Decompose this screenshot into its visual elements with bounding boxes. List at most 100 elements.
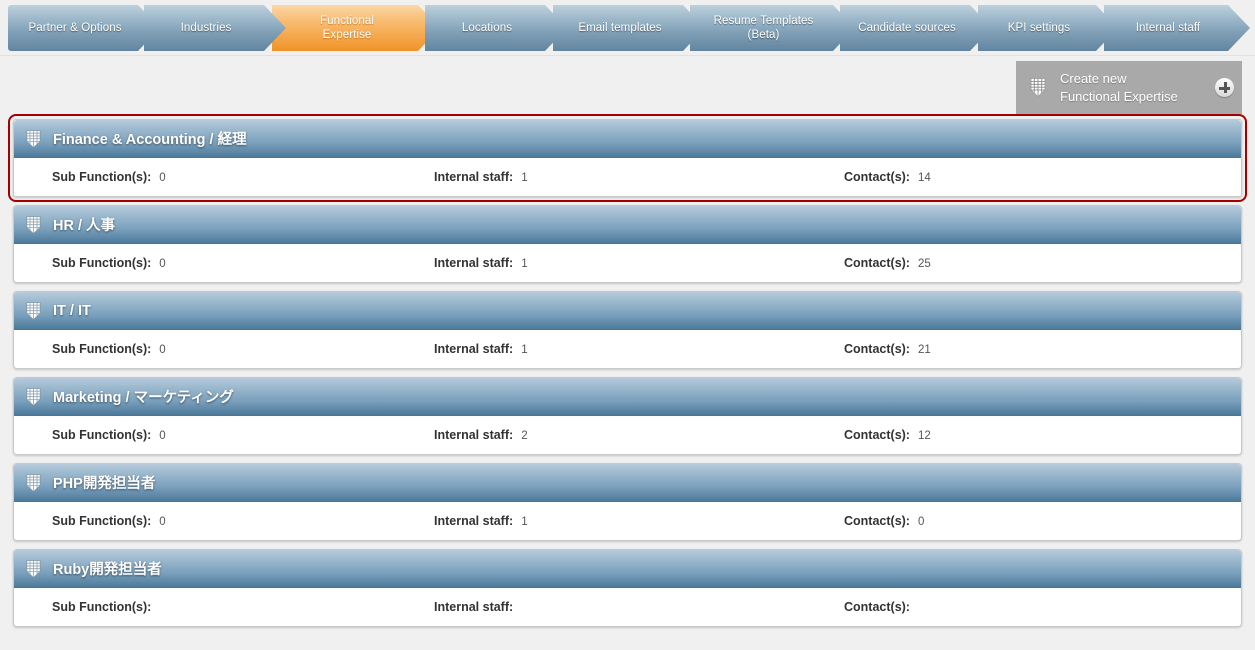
sub-functions-value: 0 bbox=[159, 430, 166, 442]
contacts-value: 25 bbox=[917, 258, 931, 270]
plus-circle-icon[interactable] bbox=[1215, 78, 1234, 97]
stat-group: Internal staff: bbox=[434, 600, 844, 614]
contacts-label: Contact(s): bbox=[844, 428, 910, 442]
tab-label: KPI settings bbox=[1007, 22, 1071, 34]
stat-group: Contact(s): bbox=[844, 600, 1144, 614]
building-grid-icon bbox=[24, 301, 43, 321]
contacts-value: 0 bbox=[917, 516, 925, 528]
sub-functions-label: Sub Function(s): bbox=[52, 428, 152, 442]
internal-staff-value: 1 bbox=[521, 516, 528, 528]
card-header[interactable]: HR / 人事 bbox=[14, 206, 1241, 244]
card-header[interactable]: Marketing / マーケティング bbox=[14, 378, 1241, 416]
internal-staff-label: Internal staff: bbox=[434, 514, 514, 528]
card-title: PHP開発担当者 bbox=[53, 476, 156, 492]
functional-expertise-card[interactable]: Marketing / マーケティング Sub Function(s): 0 Inte… bbox=[13, 377, 1242, 455]
sub-functions-label: Sub Function(s): bbox=[52, 342, 152, 356]
tab-industries[interactable]: Industries bbox=[144, 5, 286, 51]
tab-label: Industries bbox=[180, 22, 232, 34]
stat-group: Sub Function(s): 0 bbox=[24, 256, 434, 270]
stat-group: Sub Function(s): 0 bbox=[24, 342, 434, 356]
tab-kpi-settings[interactable]: KPI settings bbox=[978, 5, 1118, 51]
stat-group: Sub Function(s): 0 bbox=[24, 514, 434, 528]
tab-label: Candidate sources bbox=[858, 22, 956, 34]
internal-staff-label: Internal staff: bbox=[434, 342, 514, 356]
contacts-value: 12 bbox=[917, 430, 931, 442]
internal-staff-label: Internal staff: bbox=[434, 428, 514, 442]
contacts-label: Contact(s): bbox=[844, 600, 910, 614]
sub-functions-label: Sub Function(s): bbox=[52, 600, 152, 614]
building-grid-icon bbox=[24, 129, 43, 149]
sub-functions-value: 0 bbox=[159, 516, 166, 528]
contacts-label: Contact(s): bbox=[844, 256, 910, 270]
tab-label: Email templates bbox=[578, 22, 662, 34]
tab-label: Partner & Options bbox=[28, 22, 122, 34]
tab-internal-staff[interactable]: Internal staff bbox=[1104, 5, 1250, 51]
tab-locations[interactable]: Locations bbox=[425, 5, 567, 51]
stat-group: Internal staff: 2 bbox=[434, 428, 844, 442]
card-stats-row: Sub Function(s): Internal staff: Contact(s… bbox=[14, 588, 1241, 626]
building-grid-icon bbox=[24, 215, 43, 235]
stat-group: Contact(s):21 bbox=[844, 342, 1144, 356]
sub-functions-label: Sub Function(s): bbox=[52, 514, 152, 528]
functional-expertise-card[interactable]: HR / 人事 Sub Function(s): 0 Internal staff:1… bbox=[13, 205, 1242, 283]
sub-functions-value: 0 bbox=[159, 344, 166, 356]
stat-group: Internal staff:1 bbox=[434, 342, 844, 356]
functional-expertise-card[interactable]: Ruby開発担当者 Sub Function(s): Internal staff:… bbox=[13, 549, 1242, 627]
tab-label: Resume Templates(Beta) bbox=[713, 15, 814, 41]
card-header[interactable]: Finance & Accounting / 経理 bbox=[14, 120, 1241, 158]
building-grid-icon bbox=[24, 387, 43, 407]
building-grid-icon bbox=[24, 559, 43, 579]
tab-email-templates[interactable]: Email templates bbox=[553, 5, 705, 51]
stat-group: Sub Function(s): 0 bbox=[24, 170, 434, 184]
stat-group: Internal staff: 1 bbox=[434, 514, 844, 528]
card-title: Ruby開発担当者 bbox=[53, 562, 162, 578]
stat-group: Contact(s):0 bbox=[844, 514, 1144, 528]
contacts-value: 21 bbox=[917, 344, 931, 356]
building-grid-icon bbox=[24, 473, 43, 493]
contacts-label: Contact(s): bbox=[844, 170, 910, 184]
stat-group: Internal staff: 1 bbox=[434, 170, 844, 184]
tab-label: Locations bbox=[461, 22, 513, 34]
card-header[interactable]: Ruby開発担当者 bbox=[14, 550, 1241, 588]
internal-staff-label: Internal staff: bbox=[434, 170, 514, 184]
card-title: HR / 人事 bbox=[53, 218, 116, 234]
stat-group: Contact(s): 14 bbox=[844, 170, 1144, 184]
tab-candidate-sources[interactable]: Candidate sources bbox=[840, 5, 992, 51]
card-header[interactable]: IT / IT bbox=[14, 292, 1241, 330]
sub-functions-value: 0 bbox=[159, 258, 166, 270]
stat-group: Contact(s): 25 bbox=[844, 256, 1144, 270]
functional-expertise-card-selected[interactable]: Finance & Accounting / 経理 Sub Function(s)… bbox=[8, 114, 1247, 202]
contacts-value: 14 bbox=[917, 172, 931, 184]
stat-group: Internal staff:1 bbox=[434, 256, 844, 270]
toolbar: Create new Functional Expertise bbox=[0, 56, 1255, 119]
internal-staff-label: Internal staff: bbox=[434, 600, 514, 614]
internal-staff-value: 2 bbox=[521, 430, 528, 442]
create-new-line-1: Create new bbox=[1060, 70, 1127, 86]
functional-expertise-list: Finance & Accounting / 経理 Sub Function(s)… bbox=[0, 114, 1255, 627]
functional-expertise-card[interactable]: IT / IT Sub Function(s): 0 Internal staff:1… bbox=[13, 291, 1242, 369]
tab-partner-options[interactable]: Partner & Options bbox=[8, 5, 160, 51]
card-header[interactable]: PHP開発担当者 bbox=[14, 464, 1241, 502]
tab-label: Internal staff bbox=[1135, 22, 1201, 34]
tab-resume-templates[interactable]: Resume Templates(Beta) bbox=[690, 5, 855, 51]
internal-staff-value: 1 bbox=[521, 172, 528, 184]
card-title: Finance & Accounting / 経理 bbox=[53, 132, 247, 148]
card-stats-row: Sub Function(s): 0 Internal staff: 2 Contact… bbox=[14, 416, 1241, 454]
sub-functions-value: 0 bbox=[159, 172, 166, 184]
card-title: IT / IT bbox=[53, 302, 91, 319]
sub-functions-label: Sub Function(s): bbox=[52, 170, 152, 184]
stat-group: Sub Function(s): bbox=[24, 600, 434, 614]
building-grid-icon bbox=[1028, 77, 1048, 98]
create-new-functional-expertise-button[interactable]: Create new Functional Expertise bbox=[1016, 61, 1242, 114]
sub-functions-label: Sub Function(s): bbox=[52, 256, 152, 270]
functional-expertise-card[interactable]: PHP開発担当者 Sub Function(s): 0 Internal staff:… bbox=[13, 463, 1242, 541]
card-stats-row: Sub Function(s): 0 Internal staff: 1 Contact… bbox=[14, 502, 1241, 540]
create-new-button-label: Create new Functional Expertise bbox=[1048, 70, 1215, 106]
stat-group: Contact(s): 12 bbox=[844, 428, 1144, 442]
create-new-line-2: Functional Expertise bbox=[1060, 88, 1178, 104]
